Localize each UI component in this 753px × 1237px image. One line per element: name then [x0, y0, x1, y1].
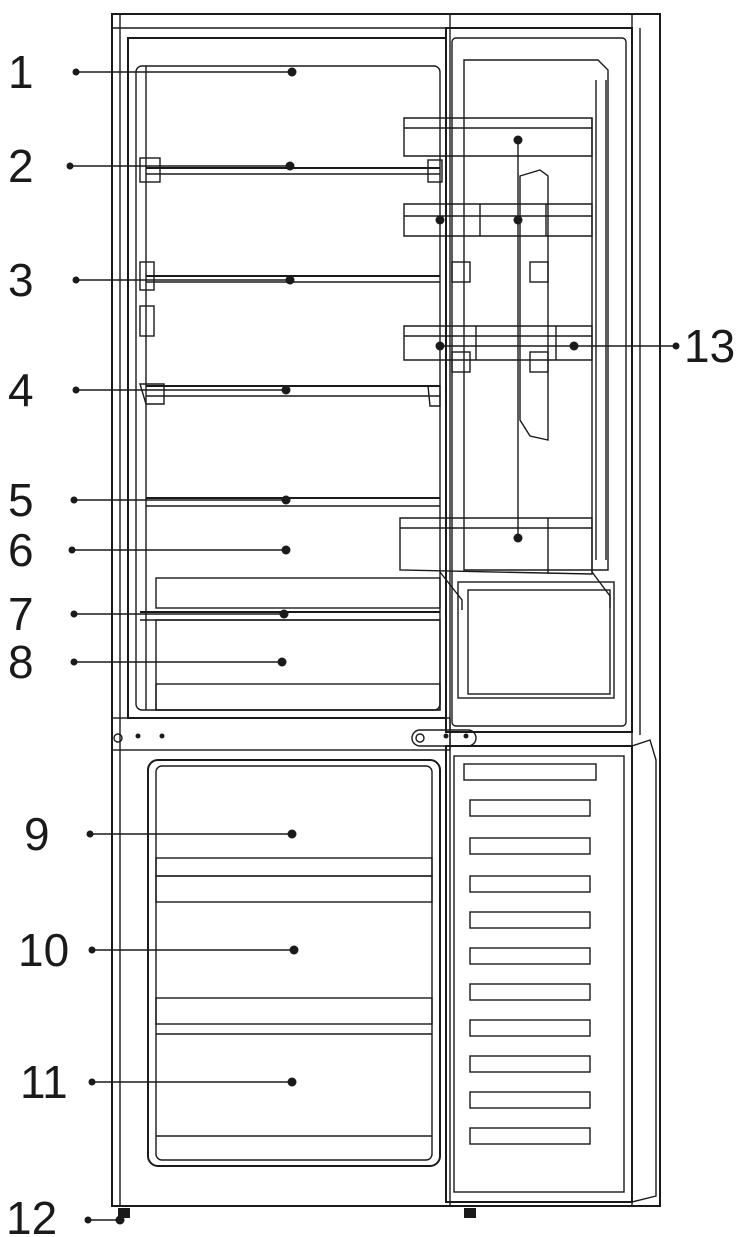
fridge-door [445, 27, 633, 733]
freezer-drawer-top [155, 857, 433, 903]
callout-11: 11 [20, 1056, 68, 1108]
callout-3: 3 [8, 254, 34, 306]
leader-lines [70, 71, 676, 1221]
callout-6: 6 [8, 524, 34, 576]
middle-divider [111, 717, 477, 751]
callout-5: 5 [8, 474, 34, 526]
freezer-door [445, 739, 657, 1203]
door-balcony-second [403, 203, 593, 237]
callout-12: 12 [6, 1192, 57, 1237]
cabinet [111, 13, 661, 1207]
freezer-drawer-middle [155, 997, 433, 1035]
callout-7: 7 [8, 588, 34, 640]
crisper-drawer [155, 619, 441, 711]
callout-8: 8 [8, 636, 34, 688]
door-balcony-top [403, 117, 593, 157]
shelf-5 [146, 497, 440, 507]
shelf-4 [139, 383, 441, 407]
freezer-door-slats [463, 763, 597, 1145]
callout-labels: 1 2 3 4 5 6 7 8 9 10 11 12 13 [6, 46, 735, 1237]
door-balcony-bottom [399, 517, 611, 610]
callout-10: 10 [18, 924, 69, 976]
callout-4: 4 [8, 364, 34, 416]
callout-13: 13 [684, 320, 735, 372]
callout-1: 1 [8, 46, 34, 98]
egg-tray-holder [451, 169, 549, 441]
callout-dots [66, 67, 680, 1225]
shelf-3 [139, 261, 440, 337]
adjustable-feet [112, 1205, 632, 1218]
callout-9: 9 [24, 808, 50, 860]
callout-2: 2 [8, 140, 34, 192]
door-balcony-middle [403, 325, 593, 361]
freezer-compartment [147, 759, 441, 1167]
